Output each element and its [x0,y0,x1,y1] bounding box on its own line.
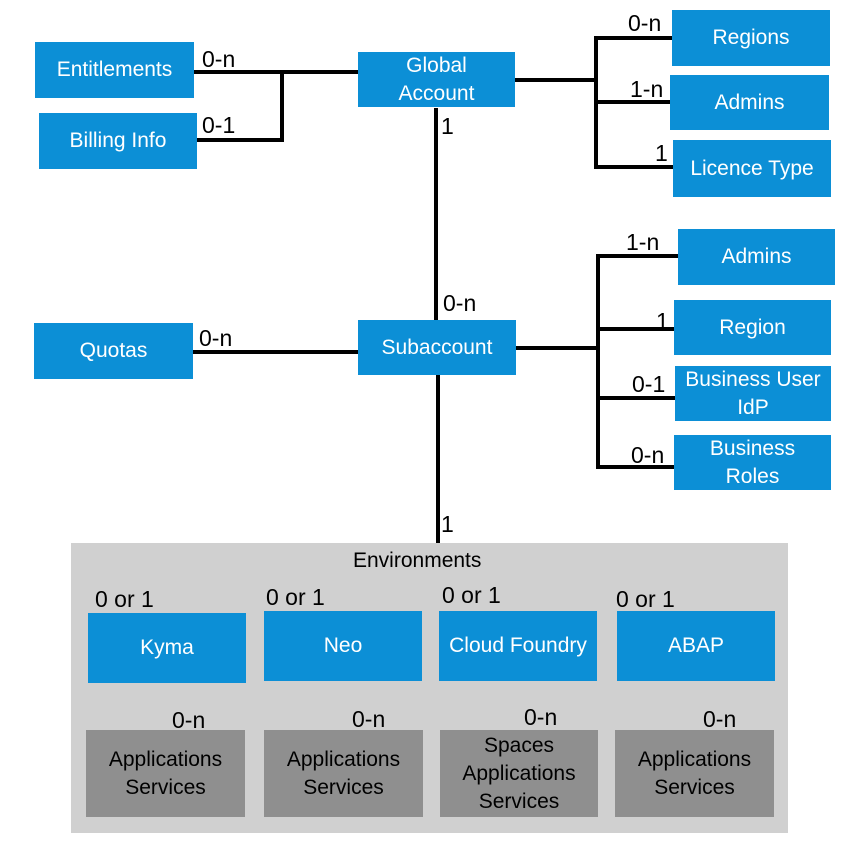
cardinality-regions: 0-n [628,10,662,36]
kyma-child-cardinality: 0-n [172,707,206,733]
admins-sub-box: Admins [678,229,835,285]
global-account-box: Global Account [358,52,515,107]
licence-type-box: Licence Type [673,140,831,197]
abap-applications-services: Applications Services [615,730,774,817]
abap-cardinality: 0 or 1 [616,586,675,612]
cardinality-quotas: 0-n [199,325,233,351]
cardinality-entitlements: 0-n [202,46,236,72]
cardinality-global-sub-bottom: 0-n [443,290,477,316]
cloud-foundry-cardinality: 0 or 1 [442,582,501,608]
cloud-foundry-spaces-applications-services: Spaces Applications Services [440,730,598,817]
regions-box: Regions [672,10,830,66]
business-roles-box: Business Roles [674,435,831,490]
neo-applications-services: Applications Services [264,730,423,817]
quotas-box: Quotas [34,323,193,379]
admins-global-box: Admins [670,75,829,130]
cardinality-billing: 0-1 [202,112,236,138]
cardinality-admins-global: 1-n [630,76,664,102]
neo-child-cardinality: 0-n [352,706,386,732]
cloud-foundry-child-cardinality: 0-n [524,704,558,730]
environments-title: Environments [353,549,482,572]
business-user-idp-box: Business User IdP [675,366,831,421]
kyma-applications-services: Applications Services [86,730,245,817]
abap-box: ABAP [617,611,775,681]
cardinality-admins-sub: 1-n [626,229,660,255]
region-box: Region [674,300,831,355]
abap-child-cardinality: 0-n [703,706,737,732]
cardinality-global-sub-top: 1 [441,113,454,139]
cardinality-idp: 0-1 [632,371,666,397]
neo-box: Neo [264,611,422,681]
subaccount-box: Subaccount [358,320,516,375]
cardinality-licence: 1 [655,140,668,166]
kyma-cardinality: 0 or 1 [95,586,154,612]
entitlements-box: Entitlements [35,42,194,98]
cloud-foundry-box: Cloud Foundry [439,611,597,681]
billing-info-box: Billing Info [39,113,197,169]
cardinality-region: 1 [656,308,669,334]
kyma-box: Kyma [88,613,246,683]
cardinality-sub-env: 1 [441,511,454,537]
cardinality-roles: 0-n [631,442,665,468]
neo-cardinality: 0 or 1 [266,584,325,610]
